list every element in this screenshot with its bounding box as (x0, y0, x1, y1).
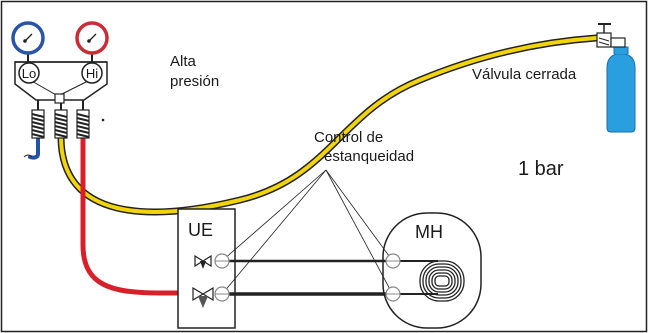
refrigerant-lines (226, 259, 438, 296)
leak-test-pointers (222, 169, 393, 294)
indoor-unit-label: UE (188, 220, 213, 240)
pressure-label: 1 bar (518, 158, 564, 180)
hi-label: Hi (86, 66, 98, 81)
indoor-unit-box: UE (177, 208, 236, 329)
gas-cylinder-icon (606, 53, 636, 133)
hose-connectors (31, 109, 90, 139)
service-valve-upper (194, 254, 212, 269)
high-pressure-label-line1: Alta (170, 53, 197, 70)
lo-label: Lo (22, 66, 36, 81)
mh-label: MH (415, 222, 443, 242)
coil (419, 260, 465, 302)
service-valve-lower (192, 286, 214, 308)
valve-icon (192, 286, 214, 302)
nitrogen-cylinder (596, 23, 636, 133)
blue-low-pressure-hose (23, 136, 40, 160)
red-high-pressure-hose (80, 135, 199, 296)
low-pressure-gauge (11, 21, 45, 62)
sight-glass (54, 93, 65, 104)
yellow-charging-hose (57, 34, 600, 216)
high-pressure-gauge (75, 21, 109, 62)
closed-valve-label: Válvula cerrada (472, 66, 577, 83)
mh-unit: MH (382, 212, 482, 329)
leak-test-label-line2: estanqueidad (324, 148, 414, 165)
hi-knob: Hi (81, 62, 103, 84)
lo-knob: Lo (18, 62, 40, 84)
high-pressure-label-line2: presión (170, 73, 219, 90)
leak-test-label-line1: Control de (314, 129, 383, 146)
